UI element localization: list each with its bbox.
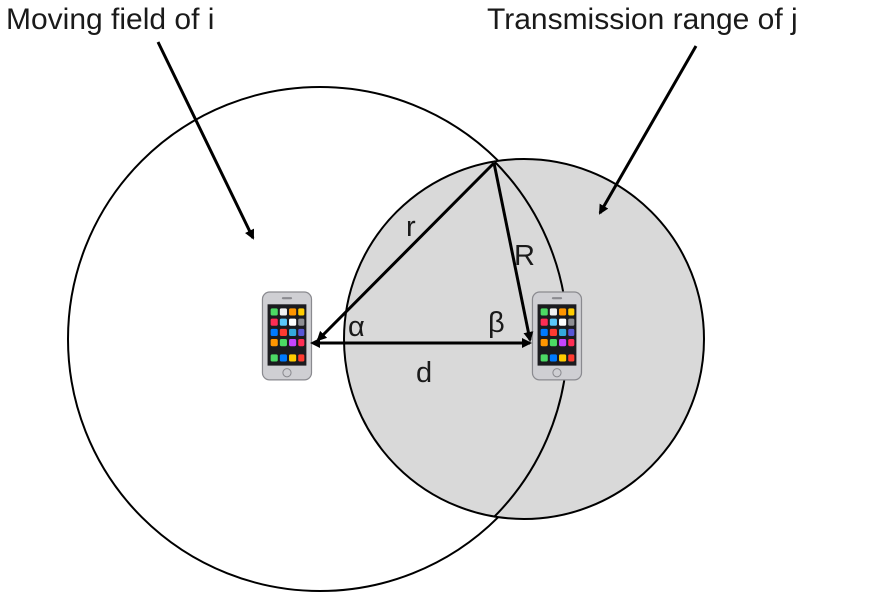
line-R xyxy=(492,162,534,342)
d-label: d xyxy=(416,357,432,389)
callout-arrow-moving-field xyxy=(156,41,255,240)
node-i-smartphone-icon xyxy=(261,291,313,381)
transmission-range-circle xyxy=(343,158,705,520)
transmission-range-label: Transmission range of j xyxy=(487,3,798,36)
R-label: R xyxy=(514,240,535,272)
r-label: r xyxy=(406,211,416,243)
beta-label: β xyxy=(488,307,505,339)
line-r xyxy=(316,161,496,342)
alpha-label: α xyxy=(348,311,365,343)
moving-field-label: Moving field of i xyxy=(6,3,214,36)
callout-arrow-transmission-range xyxy=(598,45,698,215)
node-j-smartphone-icon xyxy=(531,291,583,381)
